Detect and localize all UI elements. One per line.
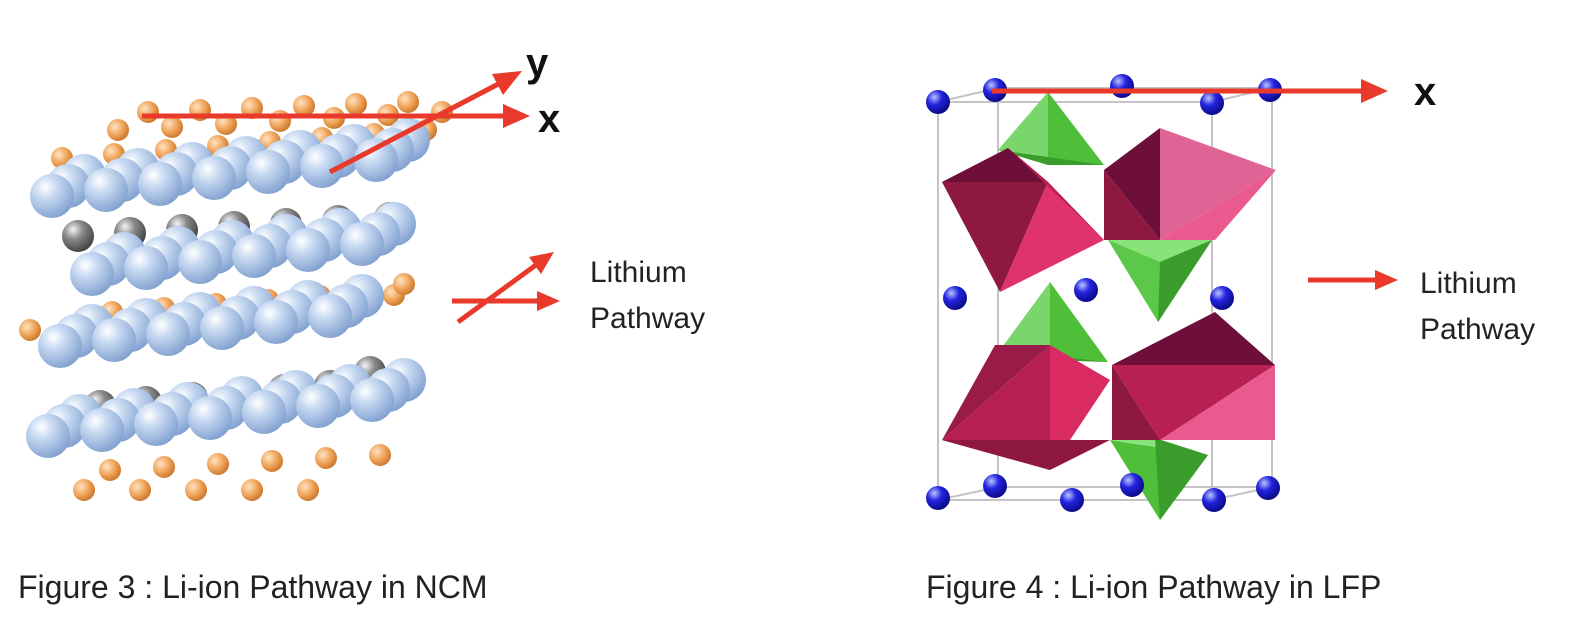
oxygen-atom bbox=[92, 318, 136, 362]
lithium-atom bbox=[207, 453, 229, 475]
oxygen-atom bbox=[70, 252, 114, 296]
ncm-y-arrowhead bbox=[492, 71, 522, 95]
oxygen-atom bbox=[178, 240, 222, 284]
lfp-legend-arrowhead bbox=[1375, 270, 1398, 290]
lfp-li-atom-group bbox=[926, 74, 1282, 512]
lfp-unit-cell bbox=[926, 74, 1282, 520]
lithium-atom bbox=[153, 456, 175, 478]
lfp-po4-tetrahedron bbox=[998, 92, 1104, 165]
oxygen-atom bbox=[354, 138, 398, 182]
lfp-lithium-atom bbox=[1200, 91, 1224, 115]
lfp-lithium-atom bbox=[1060, 488, 1084, 512]
oxygen-atom bbox=[200, 306, 244, 350]
ncm-legend-diagonal-arrowhead bbox=[529, 252, 554, 274]
lfp-lithium-atom bbox=[1210, 286, 1234, 310]
lithium-atom bbox=[393, 273, 415, 295]
oxygen-atom bbox=[350, 378, 394, 422]
lithium-atom bbox=[261, 450, 283, 472]
oxygen-atom bbox=[242, 390, 286, 434]
lfp-lithium-atom bbox=[1256, 476, 1280, 500]
oxygen-atom bbox=[286, 228, 330, 272]
oxygen-atom bbox=[84, 168, 128, 212]
lithium-atom bbox=[241, 479, 263, 501]
lfp-lithium-atom bbox=[1074, 278, 1098, 302]
ncm-x-arrowhead bbox=[503, 104, 530, 128]
lithium-atom bbox=[161, 116, 183, 138]
lithium-atom bbox=[19, 319, 41, 341]
lfp-feo6-octahedron bbox=[1112, 312, 1275, 440]
lfp-feo6-octahedron bbox=[942, 148, 1104, 292]
lithium-atom bbox=[293, 95, 315, 117]
lfp-lithium-atom bbox=[943, 286, 967, 310]
lfp-legend-label-line2: Pathway bbox=[1420, 313, 1535, 346]
ncm-figure-caption: Figure 3 : Li-ion Pathway in NCM bbox=[18, 569, 488, 605]
ncm-layered-structure bbox=[19, 91, 453, 501]
lithium-atom bbox=[73, 479, 95, 501]
oxygen-atom bbox=[80, 408, 124, 452]
lfp-lithium-atom bbox=[1202, 488, 1226, 512]
ncm-legend: Lithium Pathway bbox=[452, 252, 705, 335]
lfp-feo6-octahedron bbox=[942, 345, 1110, 470]
ncm-x-axis-label: x bbox=[538, 97, 560, 141]
lfp-axis-arrows: x bbox=[992, 70, 1436, 114]
lithium-atom bbox=[99, 459, 121, 481]
oxygen-atom bbox=[146, 312, 190, 356]
oxygen-atom bbox=[124, 246, 168, 290]
ncm-y-axis-label: y bbox=[526, 41, 549, 85]
lfp-x-axis-label: x bbox=[1414, 70, 1436, 114]
oxygen-atom bbox=[308, 294, 352, 338]
oxygen-atom bbox=[232, 234, 276, 278]
lfp-lithium-atom bbox=[926, 486, 950, 510]
lfp-lithium-atom bbox=[983, 474, 1007, 498]
lfp-lithium-atom bbox=[926, 90, 950, 114]
oxygen-atom bbox=[300, 144, 344, 188]
transition-metal-atom bbox=[62, 220, 94, 252]
lfp-x-arrowhead bbox=[1361, 79, 1388, 103]
lithium-atom bbox=[397, 91, 419, 113]
lfp-feo6-octahedron bbox=[1104, 128, 1276, 240]
oxygen-atom bbox=[246, 150, 290, 194]
oxygen-atom bbox=[340, 222, 384, 266]
ncm-legend-diagonal-arrow bbox=[456, 259, 542, 325]
lfp-figure-caption: Figure 4 : Li-ion Pathway in LFP bbox=[926, 569, 1381, 605]
oxygen-atom bbox=[192, 156, 236, 200]
lithium-atom bbox=[185, 479, 207, 501]
oxygen-atom bbox=[296, 384, 340, 428]
ncm-legend-horizontal-arrowhead bbox=[537, 291, 560, 311]
ncm-y-arrow bbox=[328, 77, 508, 175]
oxygen-atom bbox=[254, 300, 298, 344]
lithium-atom bbox=[269, 110, 291, 132]
lithium-atom bbox=[129, 479, 151, 501]
oxygen-atom bbox=[26, 414, 70, 458]
oxygen-atom bbox=[38, 324, 82, 368]
lithium-atom bbox=[369, 444, 391, 466]
oxygen-atom bbox=[134, 402, 178, 446]
lithium-atom bbox=[297, 479, 319, 501]
lfp-po4-tetrahedron bbox=[1110, 438, 1208, 520]
oxygen-atom bbox=[30, 174, 74, 218]
ncm-axis-arrows: y x bbox=[142, 41, 560, 175]
lfp-lithium-atom bbox=[1120, 473, 1144, 497]
ncm-legend-label-line1: Lithium bbox=[590, 256, 687, 289]
lithium-atom bbox=[345, 93, 367, 115]
lithium-atom bbox=[107, 119, 129, 141]
oxygen-atom bbox=[188, 396, 232, 440]
lithium-atom bbox=[137, 101, 159, 123]
lithium-atom bbox=[315, 447, 337, 469]
lfp-legend-label-line1: Lithium bbox=[1420, 267, 1517, 300]
lfp-lithium-atom bbox=[1110, 74, 1134, 98]
oxygen-atom bbox=[138, 162, 182, 206]
lfp-po4-tetrahedron bbox=[1108, 240, 1212, 322]
ncm-legend-label-line2: Pathway bbox=[590, 302, 705, 335]
lfp-legend: Lithium Pathway bbox=[1308, 267, 1535, 346]
